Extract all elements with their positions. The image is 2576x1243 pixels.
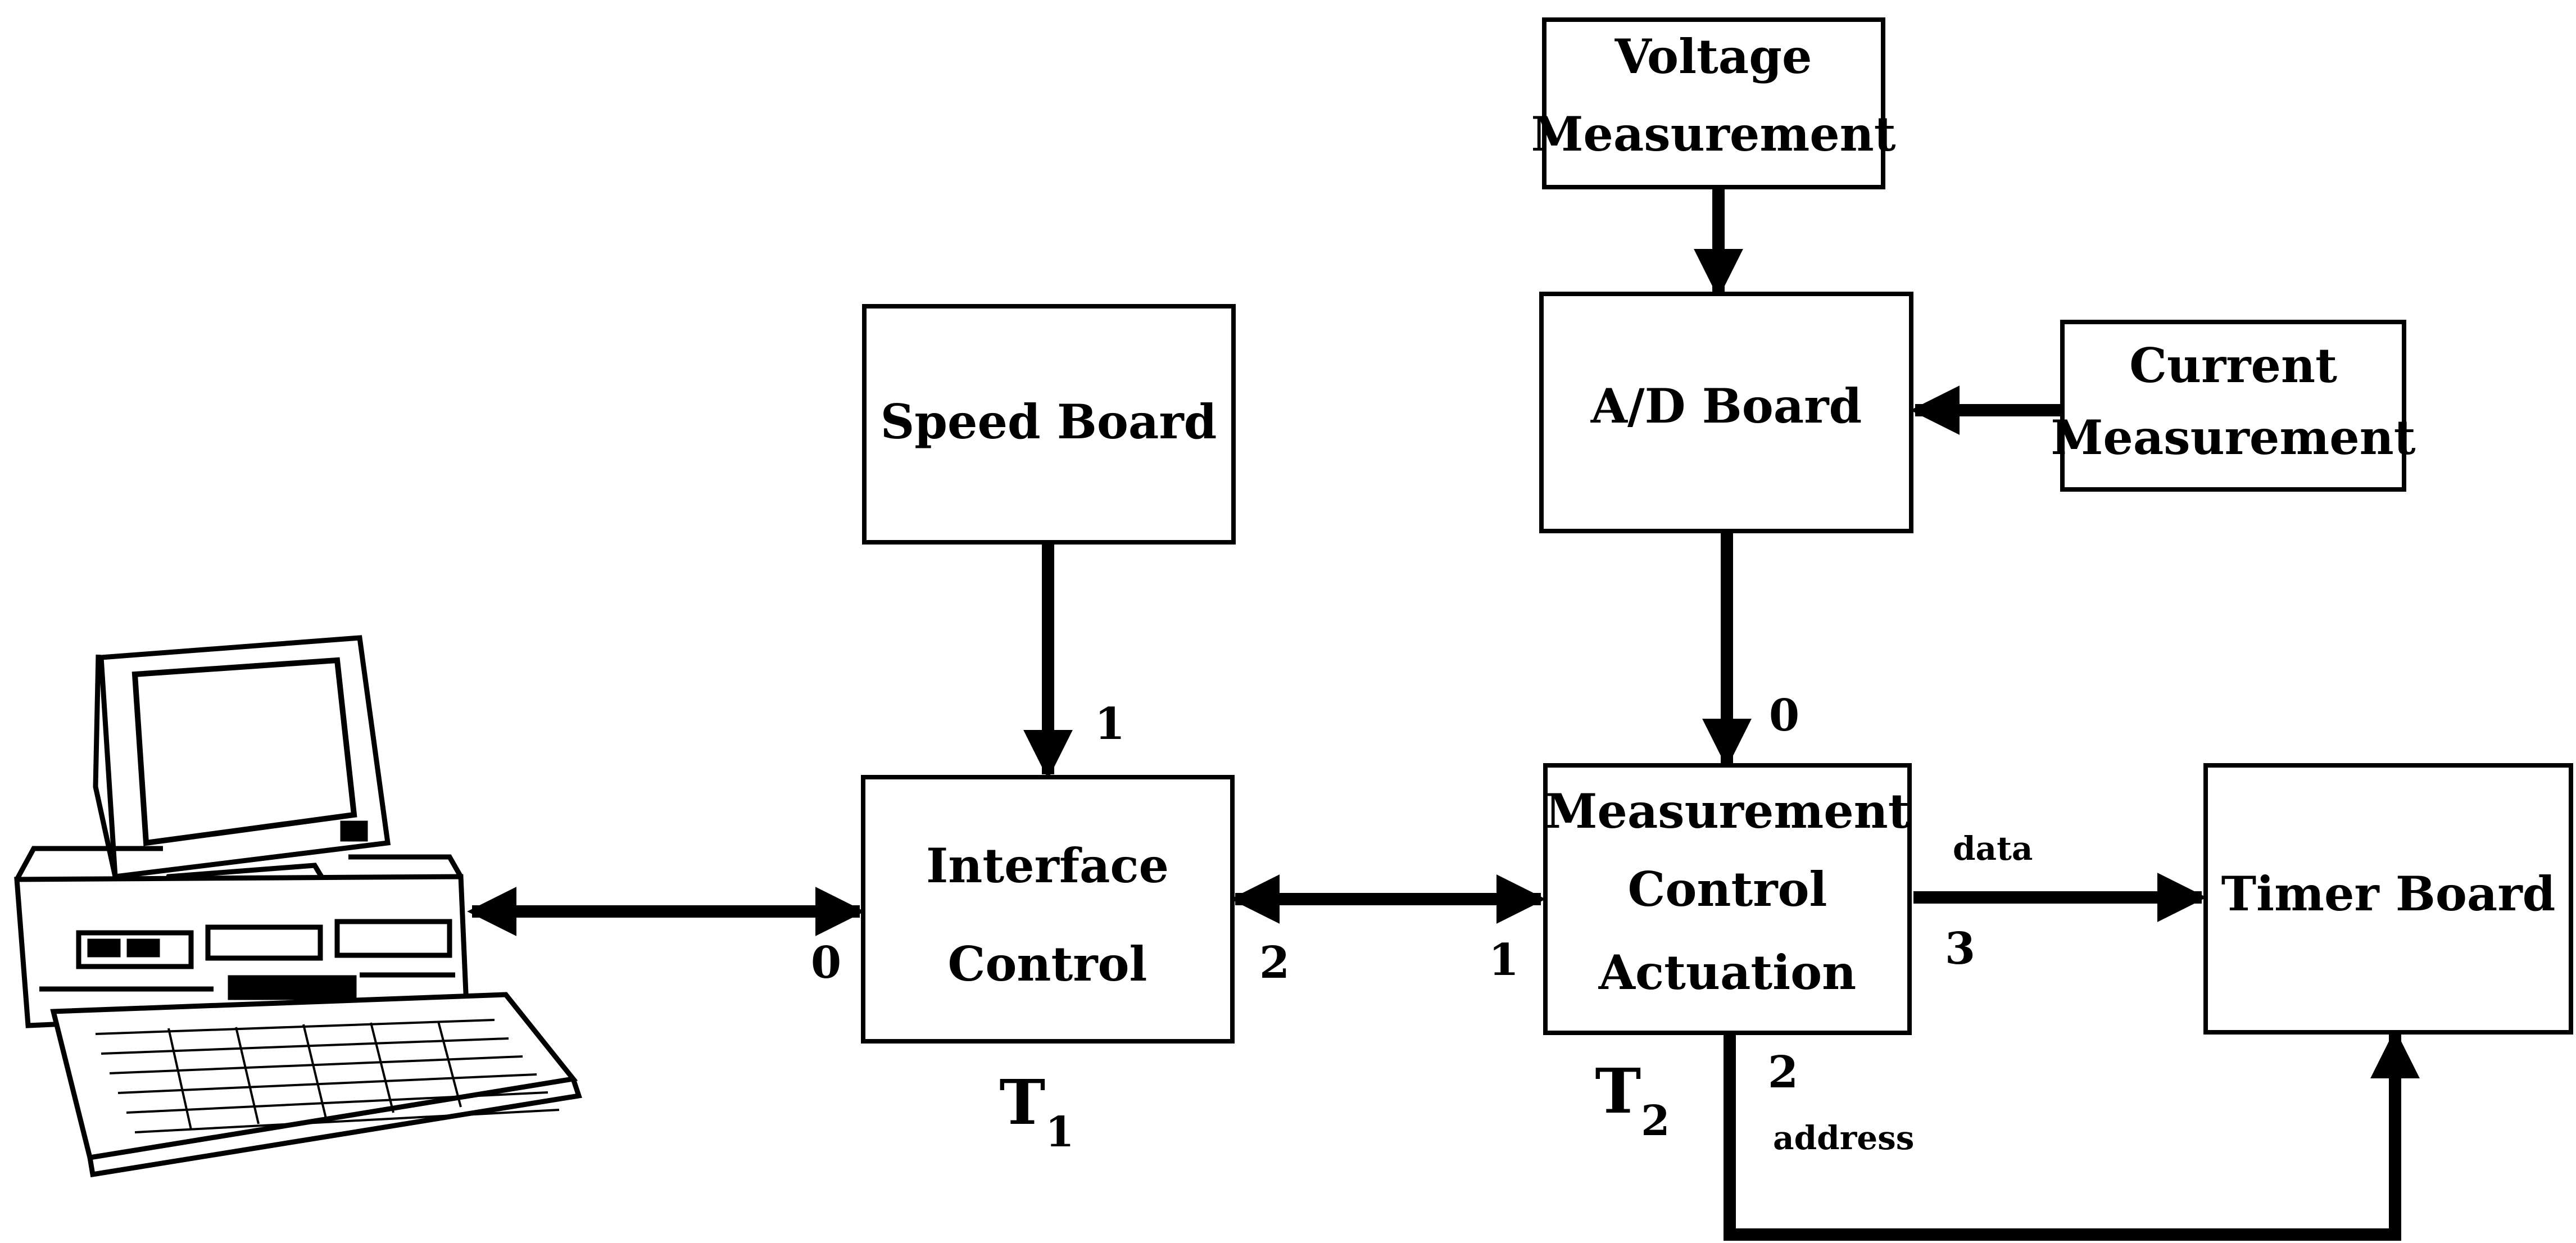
ad-board-label: A/D Board (1590, 378, 1862, 434)
mca-label-line1: Measurement (1545, 783, 1910, 839)
data-signal-label: data (1953, 829, 2033, 868)
address-signal-label: address (1773, 1119, 1914, 1157)
voltage-label-line2: Measurement (1531, 106, 1895, 162)
interface-control-block: Interface Control (863, 777, 1232, 1041)
transputer-t1-label: T1 (999, 1066, 1074, 1156)
interface-port-0: 0 (811, 937, 841, 988)
interface-label-line2: Control (948, 936, 1148, 992)
voltage-label-line1: Voltage (1614, 29, 1812, 84)
speed-board-label: Speed Board (881, 394, 1217, 450)
mca-port-1: 1 (1489, 934, 1519, 986)
mca-label-line2: Control (1628, 861, 1827, 917)
timer-board-block: Timer Board (2206, 765, 2571, 1032)
current-label-line2: Measurement (2051, 410, 2415, 465)
interface-port-2: 2 (1259, 937, 1290, 988)
current-measurement-block: Current Measurement (2051, 322, 2415, 489)
mca-port-3: 3 (1945, 923, 1975, 974)
mca-label-line3: Actuation (1598, 945, 1856, 1000)
voltage-measurement-block: Voltage Measurement (1531, 20, 1895, 187)
speed-board-block: Speed Board (864, 306, 1233, 542)
measurement-control-actuation-block: Measurement Control Actuation (1545, 765, 1910, 1033)
interface-label-line1: Interface (926, 838, 1169, 893)
mca-port-2: 2 (1768, 1047, 1798, 1098)
interface-port-1: 1 (1095, 698, 1125, 750)
ad-board-block: A/D Board (1541, 294, 1911, 531)
timer-board-label: Timer Board (2221, 866, 2556, 922)
transputer-t2-label: T2 (1595, 1055, 1670, 1145)
current-label-line1: Current (2129, 338, 2337, 393)
mca-port-0: 0 (1769, 690, 1799, 741)
